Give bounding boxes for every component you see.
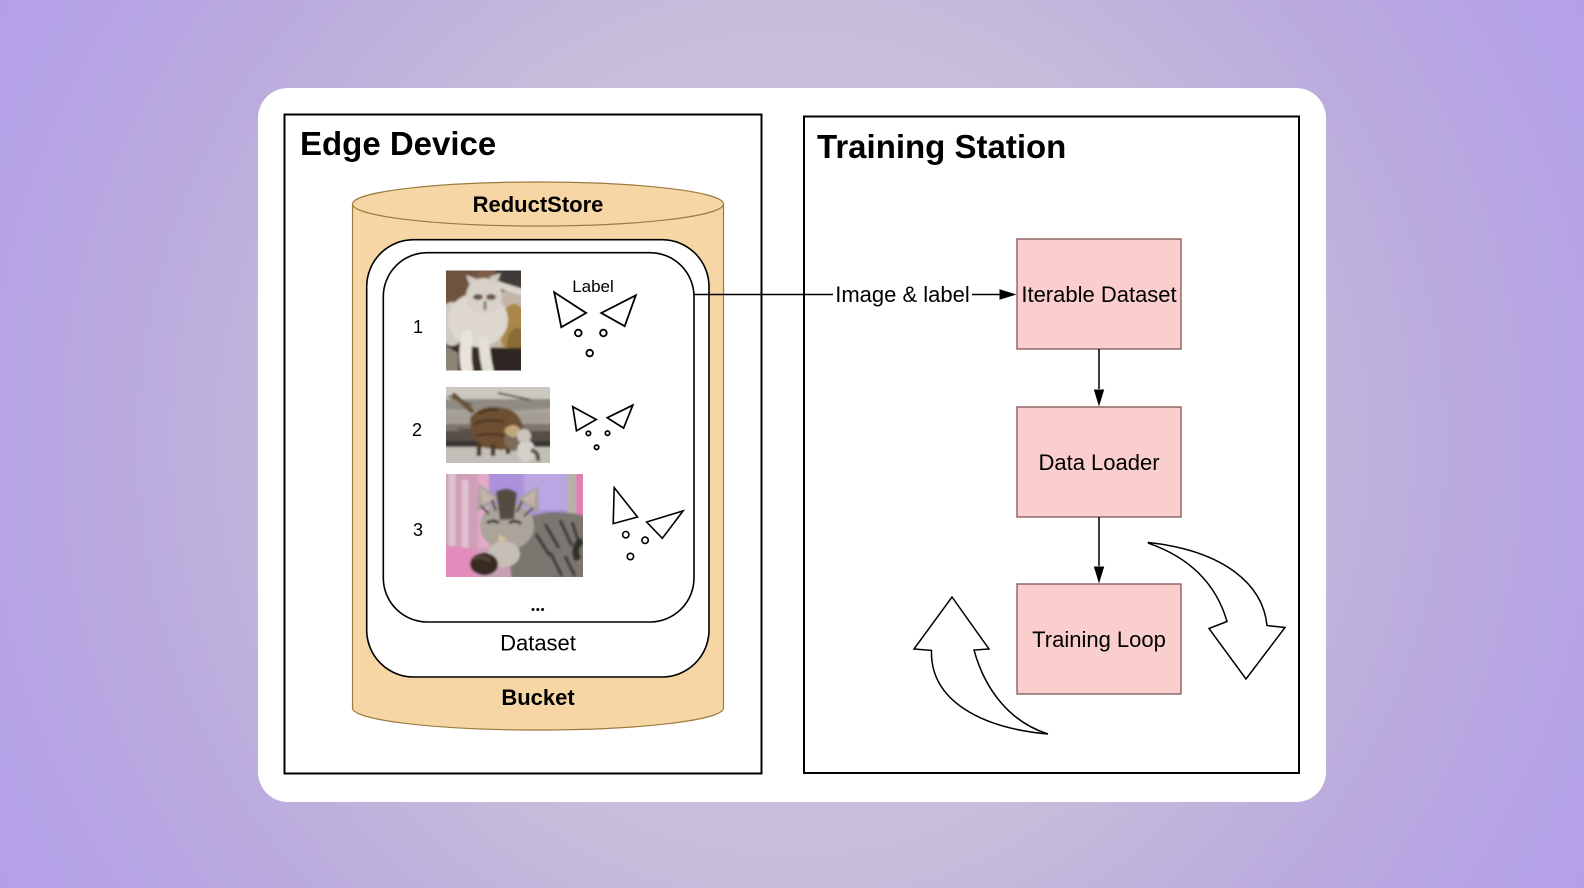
svg-text:Image & label: Image & label: [835, 282, 970, 307]
svg-text:Dataset: Dataset: [500, 631, 576, 656]
svg-text:3: 3: [413, 520, 423, 540]
svg-text:1: 1: [413, 317, 423, 337]
svg-text:Edge Device: Edge Device: [300, 125, 496, 162]
svg-text:ReductStore: ReductStore: [473, 192, 604, 217]
svg-text:Bucket: Bucket: [501, 685, 575, 710]
svg-text:Iterable Dataset: Iterable Dataset: [1021, 282, 1176, 307]
svg-text:Training Station: Training Station: [817, 128, 1066, 165]
svg-text:Data Loader: Data Loader: [1038, 450, 1159, 475]
svg-text:2: 2: [412, 420, 422, 440]
svg-text:Training Loop: Training Loop: [1032, 627, 1166, 652]
svg-text:Label: Label: [572, 277, 614, 296]
